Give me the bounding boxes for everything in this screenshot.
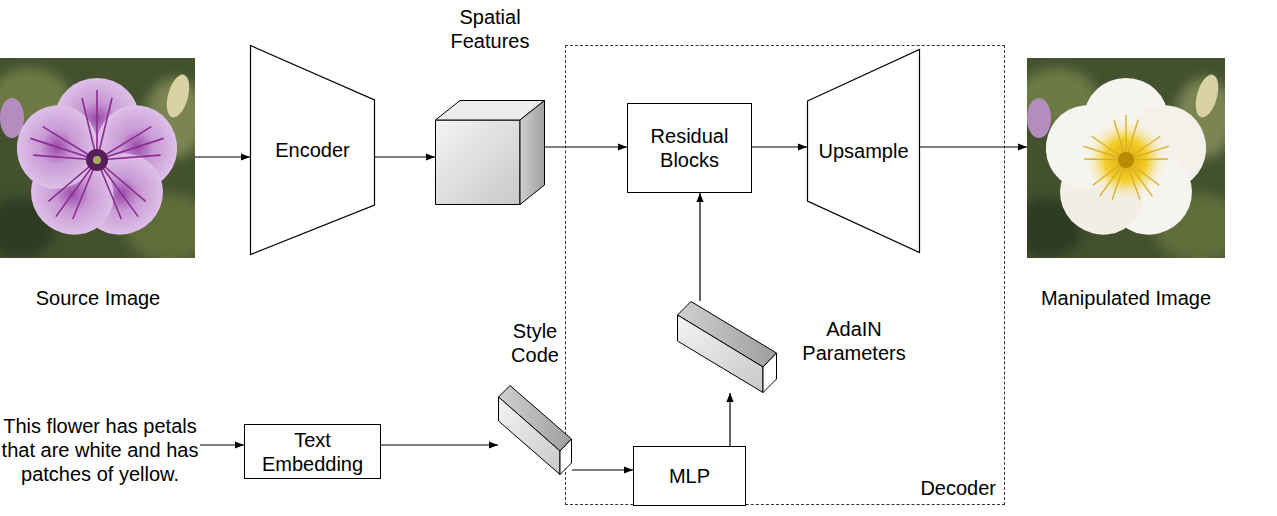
box-label: Text Embedding <box>245 428 380 476</box>
code-prism: Style Code <box>498 385 572 475</box>
arrow-connector <box>545 146 627 147</box>
box-label: Residual Blocks <box>628 124 751 172</box>
shape-label: AdaIN Parameters <box>783 317 925 365</box>
shape-face <box>520 101 545 205</box>
encoder-trapezoid: Encoder <box>250 45 375 255</box>
parameter-prism: AdaIN Parameters <box>677 301 777 393</box>
box-label: This flower has petals that are white an… <box>0 414 200 486</box>
process-box: Residual Blocks <box>627 103 752 193</box>
manipulated-photo <box>1027 58 1225 258</box>
shape-face <box>678 315 764 393</box>
arrow-connector <box>729 393 730 446</box>
box-label: Encoder <box>275 138 350 162</box>
image-caption: Source Image <box>0 286 218 310</box>
arrow-connector <box>375 156 435 157</box>
feature-cube: Spatial Features <box>435 100 545 205</box>
box-label: Upsample <box>818 139 908 163</box>
image-node: Source Image <box>0 58 195 258</box>
trapezoid-outline <box>251 46 375 255</box>
image-node: Manipulated Image <box>1027 58 1225 258</box>
prism-shape <box>498 385 572 475</box>
prism-shape <box>677 301 777 393</box>
input-sentence: This flower has petals that are white an… <box>0 400 200 500</box>
upsample-trapezoid: Upsample <box>807 49 920 253</box>
shape-face <box>499 397 561 475</box>
process-box: MLP <box>633 446 746 506</box>
cube-shape <box>435 100 545 205</box>
shape-face <box>763 353 777 393</box>
arrow-connector <box>381 444 498 445</box>
trapezoid-outline <box>808 50 920 253</box>
arrow-connector <box>195 156 250 157</box>
group-label: Decoder <box>920 476 996 500</box>
image-caption: Manipulated Image <box>1006 286 1246 310</box>
source-photo <box>0 58 195 258</box>
arrow-connector <box>752 146 807 147</box>
arrow-connector <box>699 193 700 301</box>
shape-face <box>436 120 521 205</box>
shape-label: Spatial Features <box>445 5 535 53</box>
shape-face <box>560 439 572 475</box>
arrow-connector <box>920 146 1027 147</box>
box-label: MLP <box>669 464 710 488</box>
process-box: Text Embedding <box>244 424 381 479</box>
decoder-group: Decoder Residual Blocks UpsampleAdaIN Para… <box>565 45 1005 505</box>
arrow-connector <box>200 444 244 445</box>
arrow-connector <box>572 469 633 470</box>
shape-label: Style Code <box>500 319 570 367</box>
